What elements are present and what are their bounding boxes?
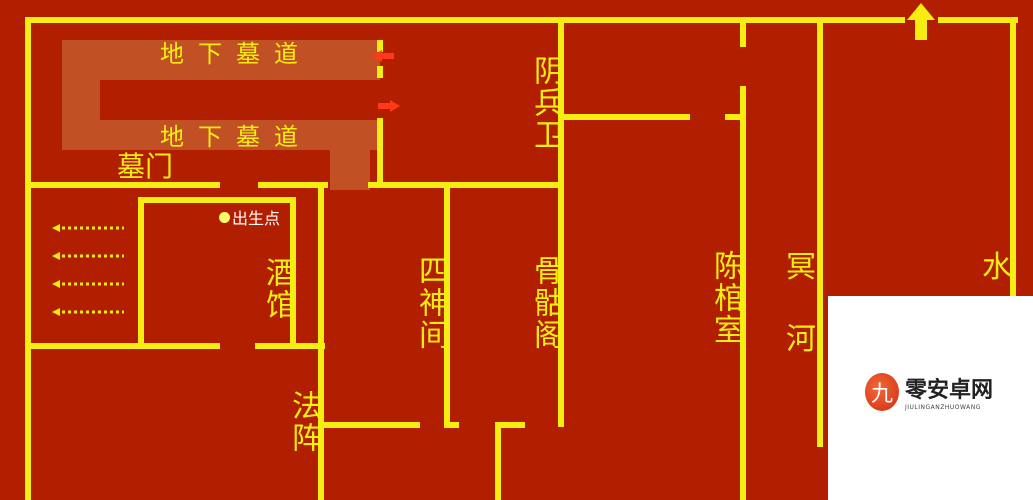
watermark-subtext: JIULINGANZHUOWANG	[905, 404, 981, 411]
room-label-yin-soldier: 阴兵卫	[528, 55, 563, 151]
spawn-direction-arrows	[52, 224, 124, 316]
tomb-passage-corridor-lower	[100, 80, 380, 120]
room-label-nether-river-1: 冥	[786, 250, 816, 285]
red-arrow-left-icon	[372, 50, 394, 62]
room-label-nether-river-2: 河	[786, 322, 816, 357]
room-label-tavern: 酒馆	[260, 257, 295, 321]
tomb-passage-corridor-stem	[330, 150, 370, 190]
watermark-panel	[828, 296, 1033, 500]
room-label-array: 法阵	[286, 390, 321, 454]
watermark-text: 零安卓网	[905, 378, 994, 403]
room-label-tomb-passage-top: 地下墓道	[160, 40, 312, 68]
room-label-skull-pavilion: 骨骷阁	[528, 255, 563, 351]
room-label-tomb-gate: 墓门	[117, 150, 174, 183]
up-arrow-icon	[907, 3, 935, 40]
room-label-water: 水	[982, 250, 1012, 285]
room-label-tomb-passage-bottom: 地下墓道	[160, 123, 312, 151]
watermark-logo-icon: 九	[865, 372, 899, 411]
spawn-point-label: 出生点	[232, 209, 281, 228]
spawn-point-marker: 出生点	[219, 205, 280, 229]
red-arrow-right-icon	[378, 100, 400, 112]
room-label-coffin-room: 陈棺室	[708, 250, 743, 346]
watermark-logo: 九 零安卓网 JIULINGANZHUOWANG	[865, 372, 993, 411]
spawn-dot-icon	[219, 211, 230, 223]
walls	[25, 17, 1018, 500]
room-label-four-gods: 四神间	[413, 255, 448, 351]
